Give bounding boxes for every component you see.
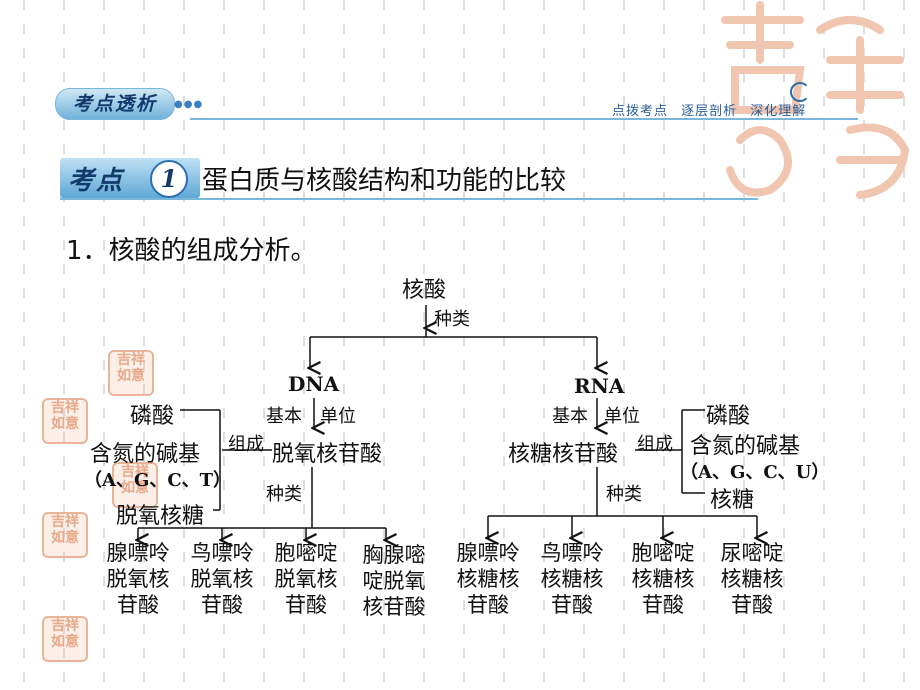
section-badge: 考点透析 xyxy=(55,88,175,120)
stamp-icon: 吉祥如意 xyxy=(42,512,88,558)
dna-component-phosphate: 磷酸 xyxy=(130,404,175,429)
rna-component-base-list: （A、G、C、U） xyxy=(680,462,830,483)
rna-component-base: 含氮的碱基 xyxy=(690,434,801,459)
dna-kind-2: 鸟嘌呤 脱氧核 苷酸 xyxy=(190,541,254,617)
stamp-icon: 吉祥如意 xyxy=(42,398,88,444)
dna-component-base: 含氮的碱基 xyxy=(90,442,201,467)
edge-rna-basic: 基本 xyxy=(552,406,588,427)
topic-number: 1 xyxy=(150,160,188,198)
rna-component-phosphate: 磷酸 xyxy=(706,404,751,429)
edge-dna-basic: 基本 xyxy=(266,406,302,427)
node-rna: RNA xyxy=(574,374,625,398)
node-rna-unit: 核糖核苷酸 xyxy=(508,442,619,467)
dna-kind-3: 胞嘧啶 脱氧核 苷酸 xyxy=(274,541,338,617)
edge-dna-kinds: 种类 xyxy=(266,484,302,505)
rna-kind-3: 胞嘧啶 核糖核 苷酸 xyxy=(631,541,695,617)
header-tagline: 点拨考点 逐层剖析 深化理解 xyxy=(612,104,807,119)
topic-title: 蛋白质与核酸结构和功能的比较 xyxy=(202,166,567,196)
dna-component-base-list: （A、G、C、T） xyxy=(84,470,232,491)
badge-dots: ●●● xyxy=(174,99,204,110)
stamp-icon: 吉祥如意 xyxy=(108,350,154,396)
edge-rna-kinds: 种类 xyxy=(606,484,642,505)
rna-kind-1: 腺嘌呤 核糖核 苷酸 xyxy=(456,541,520,617)
edge-root-kinds: 种类 xyxy=(434,309,470,330)
edge-dna-unit: 单位 xyxy=(320,406,356,427)
rna-component-sugar: 核糖 xyxy=(710,488,755,513)
refresh-icon xyxy=(790,82,810,102)
dna-kind-1: 腺嘌呤 脱氧核 苷酸 xyxy=(106,541,170,617)
header-divider xyxy=(190,118,858,120)
edge-rna-compose: 组成 xyxy=(637,434,673,455)
node-dna: DNA xyxy=(288,372,340,396)
decorative-art xyxy=(721,1,910,199)
rna-kind-2: 鸟嘌呤 核糖核 苷酸 xyxy=(540,541,604,617)
topic-label: 考点 xyxy=(68,166,125,196)
stamp-icon: 吉祥如意 xyxy=(42,616,88,662)
section-heading: 1．核酸的组成分析。 xyxy=(66,236,317,266)
topic-divider xyxy=(60,198,758,200)
stamp-icon: 吉祥如意 xyxy=(112,462,158,508)
node-root: 核酸 xyxy=(402,278,447,303)
node-dna-unit: 脱氧核苷酸 xyxy=(272,442,383,467)
edge-rna-unit: 单位 xyxy=(604,406,640,427)
dna-component-sugar: 脱氧核糖 xyxy=(116,504,205,529)
edge-dna-compose: 组成 xyxy=(228,434,264,455)
rna-kind-4: 尿嘧啶 核糖核 苷酸 xyxy=(720,541,784,617)
dna-kind-4: 胸腺嘧 啶脱氧 核苷酸 xyxy=(362,543,426,619)
